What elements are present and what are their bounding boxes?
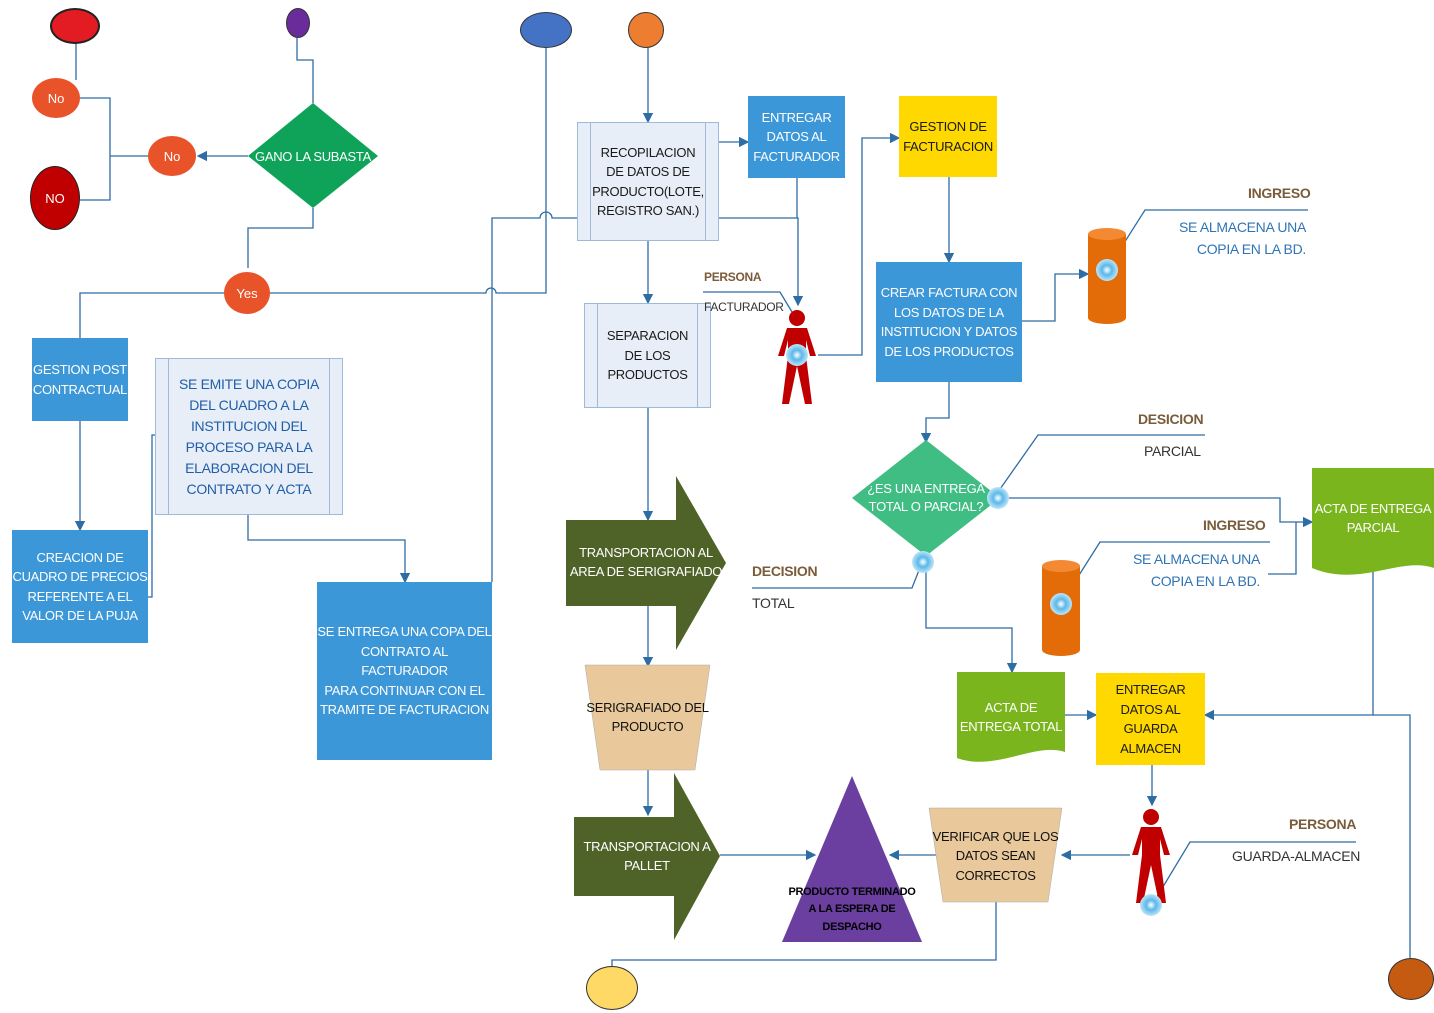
acta-parcial-label: ACTA DE ENTREGA PARCIAL [1314, 500, 1432, 536]
ingreso-top-value: SE ALMACENA UNA COPIA EN LA BD. [1179, 219, 1306, 257]
annotation-line [1268, 522, 1297, 575]
serigrafiado-label: SERIGRAFIADO DEL PRODUCTO [586, 699, 709, 735]
acta-parcial-document [1312, 468, 1434, 575]
yes-decision: Yes [224, 272, 270, 314]
glow-marker [1140, 894, 1162, 916]
entregar-datos-facturador: ENTREGAR DATOS AL FACTURADOR [748, 96, 845, 178]
entregar-datos-guarda-almacen: ENTREGAR DATOS AL GUARDA ALMACEN [1096, 673, 1205, 765]
persona-guarda-title: PERSONA [1289, 816, 1357, 832]
es-entrega-diamond [852, 440, 1000, 556]
database-top [1088, 228, 1126, 324]
connector [247, 208, 314, 268]
transportacion-pallet-label: TRANSPORTACION A PALLET [583, 838, 711, 874]
ingreso-top-title: INGRESO [1248, 185, 1311, 201]
annotation-line [1151, 841, 1356, 906]
recopilacion-datos: RECOPILACION DE DATOS DE PRODUCTO(LOTE, … [577, 122, 719, 241]
connector [1022, 268, 1090, 322]
connector [818, 132, 901, 356]
gestion-facturacion: GESTION DE FACTURACION [899, 96, 997, 177]
annotation-line [997, 434, 1205, 493]
connector [148, 434, 157, 598]
persona-guarda-value: GUARDA-ALMACEN [1232, 848, 1361, 864]
glow-marker [1096, 259, 1118, 281]
no-decision-top: No [32, 78, 80, 118]
es-entrega-label: ¿ES UNA ENTREGA TOTAL O PARCIAL? [867, 480, 985, 514]
connector [247, 515, 411, 584]
desicion-title: DESICION [1138, 411, 1204, 427]
desicion-value: PARCIAL [1144, 443, 1201, 459]
glow-marker [987, 487, 1009, 509]
transportacion-serigrafiado-label: TRANSPORTACION AL AREA DE SERIGRAFIADO [569, 544, 723, 580]
glow-marker [786, 344, 808, 366]
person-guarda [1132, 809, 1170, 903]
creacion-cuadro-precios: CREACION DE CUADRO DE PRECIOS REFERENTE … [12, 530, 148, 643]
annotation-line [703, 291, 793, 313]
persona-facturador-title: PERSONA [704, 270, 762, 284]
gestion-post-contractual: GESTION POST CONTRACTUAL [32, 338, 128, 421]
entrega-copa-contrato: SE ENTREGA UNA COPA DEL CONTRATO AL FACT… [317, 582, 492, 760]
connector [925, 560, 1018, 674]
persona-facturador-value: FACTURADOR [704, 300, 784, 314]
separacion-productos: SEPARACION DE LOS PRODUCTOS [584, 303, 711, 408]
emite-copia-cuadro: SE EMITE UNA COPIA DEL CUADRO A LA INSTI… [155, 358, 343, 515]
decision-total-value: TOTAL [752, 595, 795, 611]
verificar-label: VERIFICAR QUE LOS DATOS SEAN CORRECTOS [932, 828, 1059, 883]
producto-terminado-triangle [782, 776, 922, 942]
arrow-transportacion-pallet [574, 773, 720, 940]
crear-factura: CREAR FACTURA CON LOS DATOS DE LA INSTIT… [876, 262, 1022, 382]
ingreso-mid-value: SE ALMACENA UNA COPIA EN LA BD. [1133, 551, 1260, 589]
database-mid [1042, 560, 1080, 656]
arrow-transportacion-serigrafiado [566, 476, 726, 650]
glow-marker [912, 551, 934, 573]
ingreso-mid-title: INGRESO [1203, 517, 1266, 533]
no-decision-mid: No [148, 136, 196, 176]
blue-start-terminal [520, 12, 572, 48]
producto-terminado-label: PRODUCTO TERMINADO A LA ESPERA DE DESPAC… [788, 885, 916, 933]
gano-subasta-label: GANO LA SUBASTA [255, 148, 371, 164]
connector [920, 382, 950, 444]
acta-total-document [957, 672, 1065, 762]
connector [491, 211, 804, 582]
connector [296, 38, 314, 103]
purple-start-terminal [286, 8, 310, 38]
serigrafiado-trapezoid [584, 664, 711, 771]
connector [611, 902, 997, 966]
brown-terminal [1388, 958, 1434, 1000]
red-start-terminal [50, 8, 100, 44]
glow-marker [1050, 593, 1072, 615]
decision-total-title: DECISION [752, 563, 818, 579]
gano-subasta-diamond [248, 103, 378, 208]
connector [1373, 714, 1411, 958]
yellow-end-terminal [586, 966, 638, 1010]
connector [80, 97, 111, 201]
verificar-trapezoid [928, 807, 1063, 903]
orange-start-terminal [628, 12, 664, 48]
acta-total-label: ACTA DE ENTREGA TOTAL [959, 699, 1063, 735]
no-terminal: NO [30, 166, 80, 230]
